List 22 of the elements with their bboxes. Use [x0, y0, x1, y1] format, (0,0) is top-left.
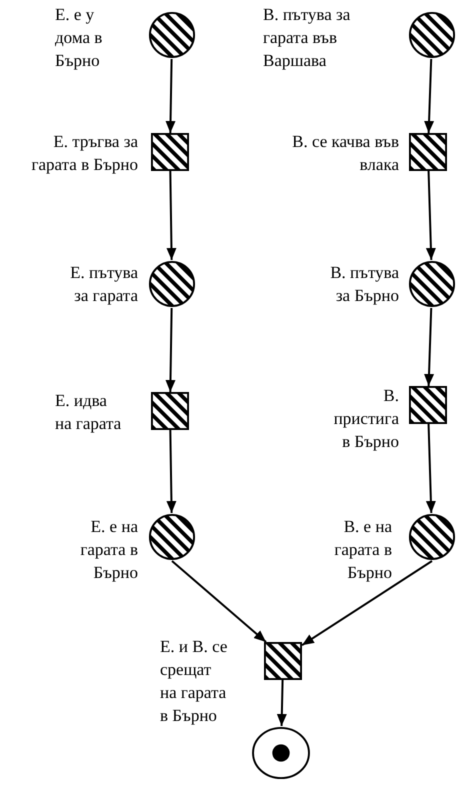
- place-label: В. пътува за гарата във Варшава: [263, 4, 352, 72]
- place-label: В. пътува за Бърно: [329, 262, 399, 307]
- place-label: Е. тръгва за гарата в Бърно: [30, 131, 138, 176]
- arrow: [301, 560, 433, 646]
- arrow: [166, 58, 176, 134]
- arrow: [276, 680, 287, 726]
- place-label: Е. пътува за гарата: [69, 262, 138, 307]
- arrow: [166, 430, 176, 514]
- place-label: Е. е у дома в Бърно: [55, 4, 104, 72]
- arrow: [424, 58, 434, 134]
- place-label: В. се качва във влака: [291, 131, 399, 176]
- arrow: [426, 170, 436, 260]
- arrow: [166, 170, 176, 260]
- arrow: [171, 560, 267, 643]
- arrow: [424, 308, 434, 386]
- place-label: В. е на гарата в Бърно: [333, 516, 392, 584]
- place-label: Е. е на гарата в Бърно: [79, 516, 138, 584]
- place-label: Е. и В. се срещат на гарата в Бърно: [160, 636, 228, 727]
- arrow: [166, 308, 176, 392]
- arrow: [426, 424, 436, 514]
- place-label: Е. идва на гарата: [55, 390, 122, 435]
- place-label: В. пристига в Бърно: [332, 385, 399, 453]
